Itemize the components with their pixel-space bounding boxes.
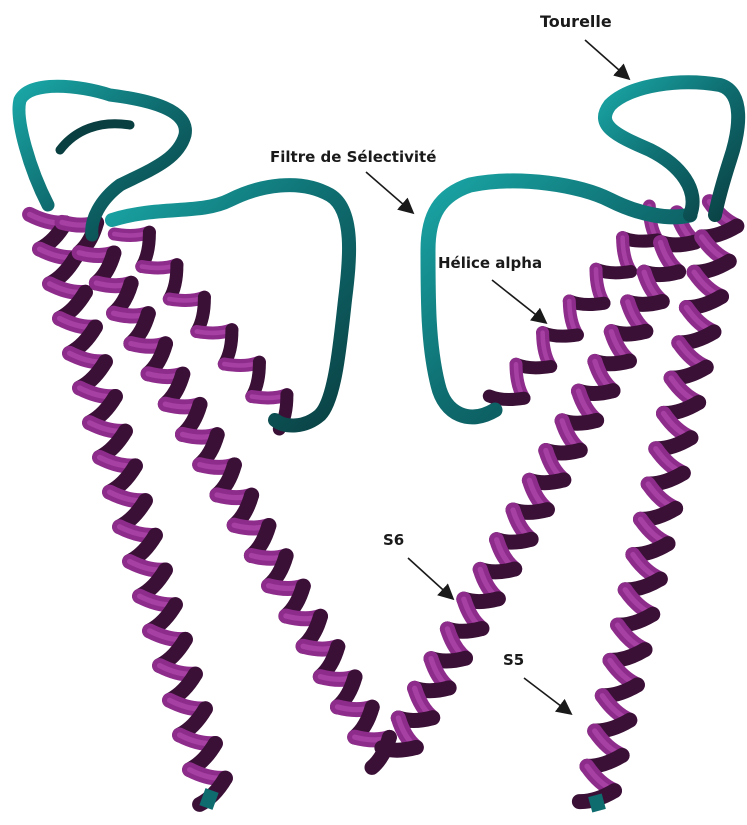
right-turret-loop — [605, 82, 738, 215]
arrow-filtre — [366, 172, 412, 212]
arrow-helice — [492, 280, 545, 322]
labels: Tourelle Filtre de Sélectivité Hélice al… — [270, 12, 628, 713]
left-filter-loop — [112, 185, 349, 425]
arrow-s5 — [524, 678, 570, 713]
arrow-tourelle — [585, 40, 628, 78]
helix-end-tips — [199, 788, 605, 812]
helix-segment — [489, 396, 524, 400]
label-filtre: Filtre de Sélectivité — [270, 148, 436, 166]
helix-segment — [382, 747, 416, 750]
label-s5: S5 — [503, 651, 524, 669]
label-tourelle: Tourelle — [540, 12, 612, 31]
helix-group — [30, 202, 737, 805]
label-s6: S6 — [383, 531, 404, 549]
label-helice: Hélice alpha — [438, 254, 542, 272]
arrow-s6 — [408, 558, 452, 598]
